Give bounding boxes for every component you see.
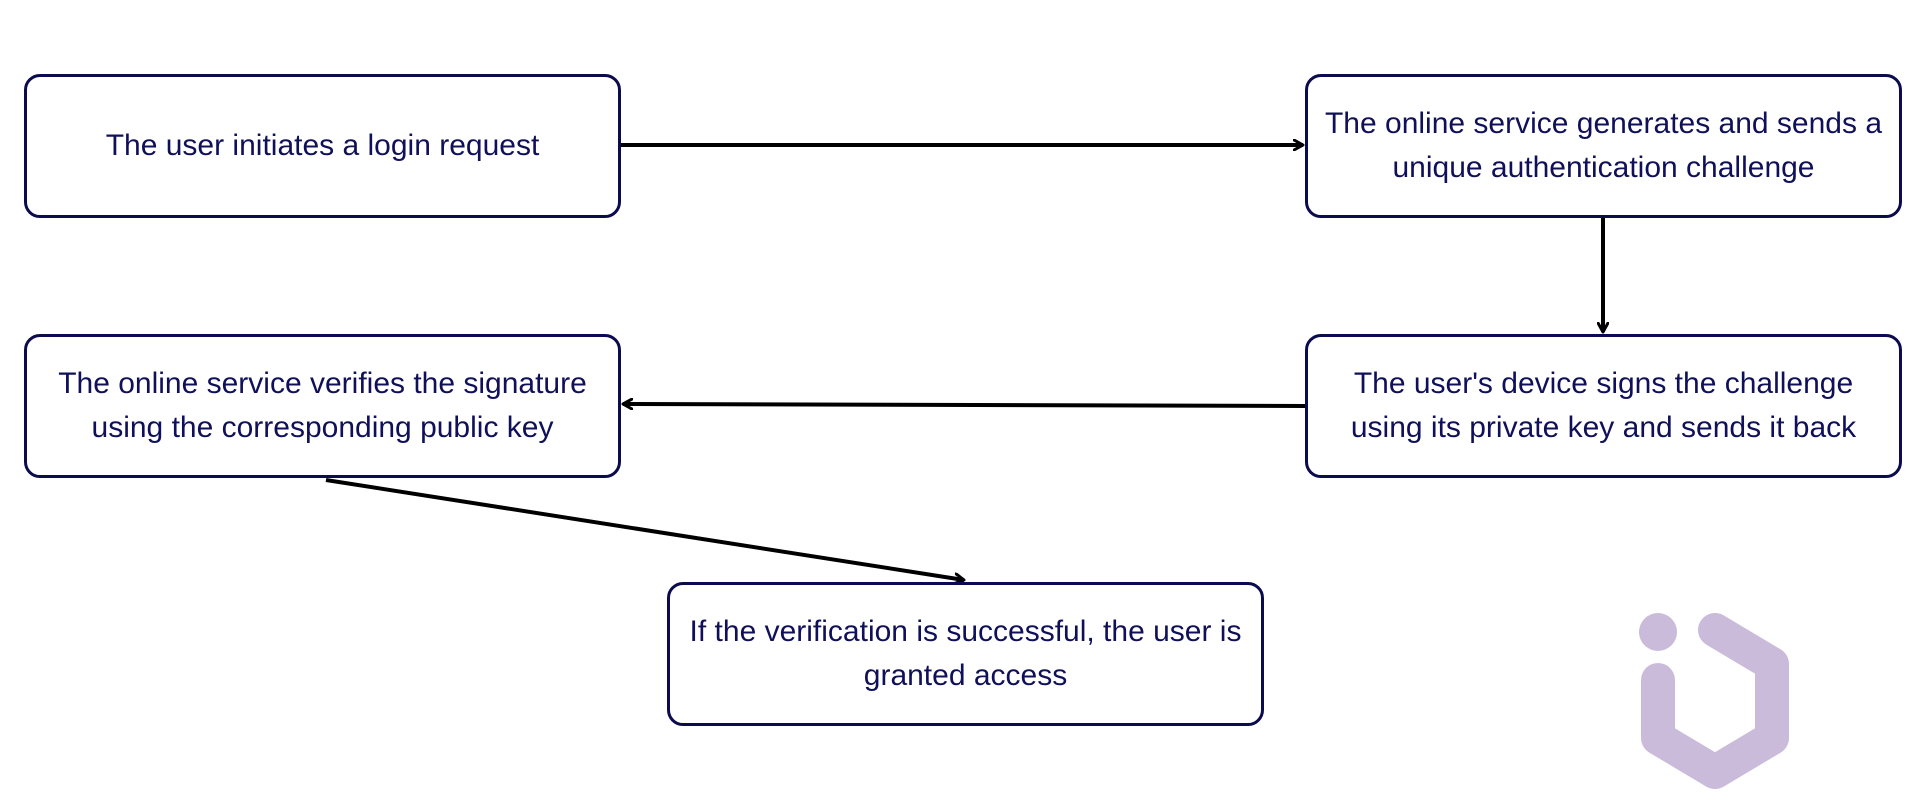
- node-label: The user's device signs the challenge us…: [1350, 367, 1857, 444]
- edge-sign-to-verify: [623, 404, 1306, 406]
- edge-verify-to-access: [325, 478, 964, 580]
- node-device-signs: The user's device signs the challenge us…: [1305, 334, 1902, 478]
- node-label: If the verification is successful, the u…: [689, 615, 1242, 692]
- node-auth-challenge: The online service generates and sends a…: [1305, 74, 1902, 218]
- node-login-request: The user initiates a login request: [24, 74, 621, 218]
- node-verify-signature: The online service verifies the signatur…: [24, 334, 621, 478]
- node-label: The online service generates and sends a…: [1324, 107, 1883, 184]
- brand-logo-icon: [1639, 613, 1789, 789]
- node-label: The user initiates a login request: [105, 129, 540, 162]
- node-label: The online service verifies the signatur…: [58, 367, 587, 444]
- node-access-granted: If the verification is successful, the u…: [667, 582, 1264, 726]
